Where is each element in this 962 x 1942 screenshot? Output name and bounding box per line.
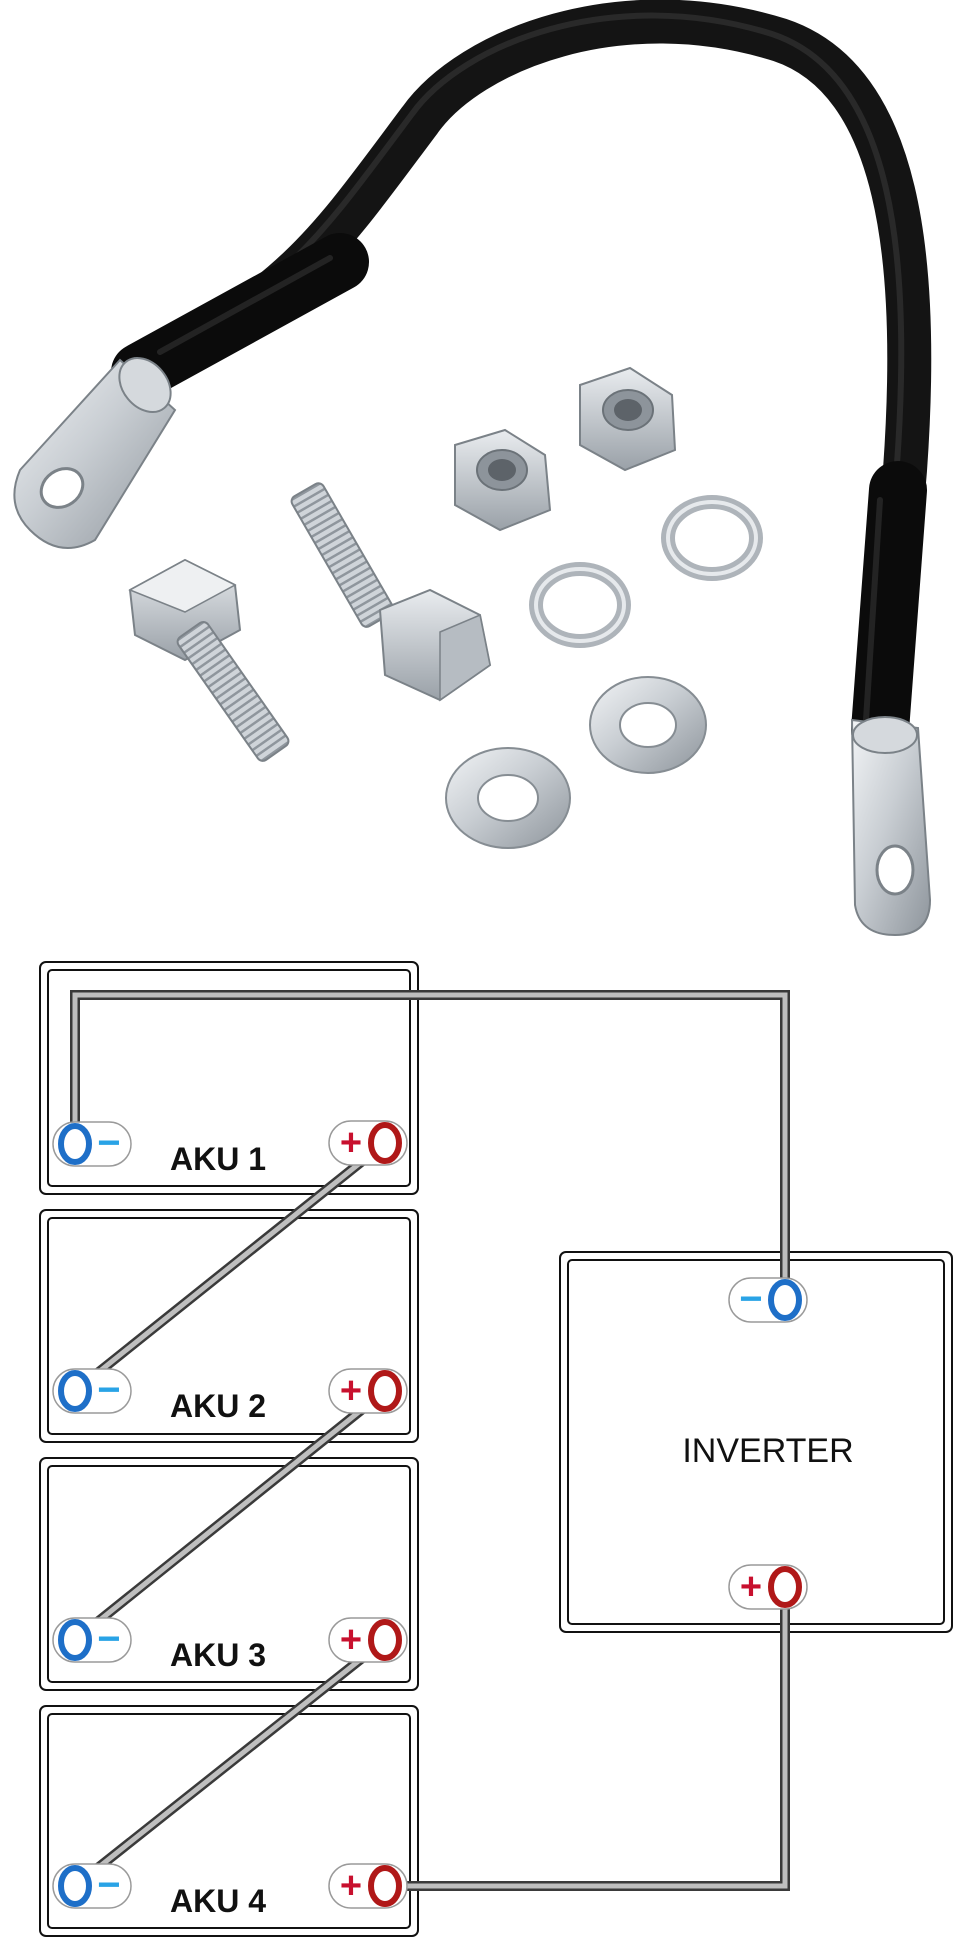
inverter-box [559, 1251, 953, 1633]
spring-washer-icon [529, 562, 631, 648]
wires [70, 990, 790, 1891]
terminal-inverter-positive: + [728, 1564, 808, 1610]
bolt-icon [128, 558, 290, 762]
plus-sign-icon: + [340, 1865, 362, 1907]
terminal-aku-4-negative: − [52, 1863, 132, 1909]
battery-label-aku-2: AKU 2 [170, 1388, 266, 1424]
terminal-aku-4-positive: + [328, 1863, 408, 1909]
terminal-aku-1-positive: + [328, 1120, 408, 1166]
plus-sign-icon: + [340, 1619, 362, 1661]
plus-sign-icon: + [340, 1370, 362, 1412]
spring-washer-icon [661, 495, 763, 581]
negative-terminal-icon [768, 1279, 802, 1321]
negative-terminal-icon [58, 1865, 92, 1907]
minus-sign-icon: − [739, 1277, 762, 1321]
plus-sign-icon: + [340, 1122, 362, 1164]
lug-icon [13, 357, 177, 549]
battery-aku-4 [39, 1705, 419, 1937]
battery-aku-1 [39, 961, 419, 1195]
battery-cable [111, 0, 932, 759]
positive-terminal-icon [368, 1370, 402, 1412]
battery-label-aku-1: AKU 1 [170, 1141, 266, 1177]
terminal-aku-2-positive: + [328, 1368, 408, 1414]
battery-label-aku-3: AKU 3 [170, 1637, 266, 1673]
battery-aku-2 [39, 1209, 419, 1443]
positive-terminal-icon [368, 1865, 402, 1907]
positive-terminal-icon [768, 1566, 802, 1608]
negative-terminal-icon [58, 1123, 92, 1165]
terminal-aku-2-negative: − [52, 1368, 132, 1414]
terminal-inverter-negative: − [728, 1277, 808, 1323]
plus-sign-icon: + [740, 1566, 762, 1608]
minus-sign-icon: − [97, 1863, 120, 1907]
positive-terminal-icon [368, 1122, 402, 1164]
terminal-aku-3-negative: − [52, 1617, 132, 1663]
positive-terminal-icon [368, 1619, 402, 1661]
nut-icon [454, 428, 552, 532]
battery-label-aku-4: AKU 4 [170, 1883, 266, 1919]
flat-washer-icon [589, 676, 707, 774]
nut-icon [579, 366, 677, 472]
terminal-aku-1-negative: − [52, 1121, 132, 1167]
minus-sign-icon: − [97, 1121, 120, 1165]
inverter-label: INVERTER [682, 1432, 853, 1470]
terminal-aku-3-positive: + [328, 1617, 408, 1663]
battery-aku-3 [39, 1457, 419, 1691]
lug-icon [850, 716, 932, 937]
cable-kit-illustration [13, 0, 932, 937]
wiring-diagram: − + − + − + − + − + AKU 1 AKU 2 AKU 3 AKU 4 INVER… [39, 961, 953, 1937]
negative-terminal-icon [58, 1619, 92, 1661]
bolt-icon [290, 482, 492, 702]
minus-sign-icon: − [97, 1368, 120, 1412]
minus-sign-icon: − [97, 1617, 120, 1661]
negative-terminal-icon [58, 1370, 92, 1412]
flat-washer-icon [445, 747, 571, 849]
terminals: − + − + − + − + − + [52, 1120, 808, 1909]
